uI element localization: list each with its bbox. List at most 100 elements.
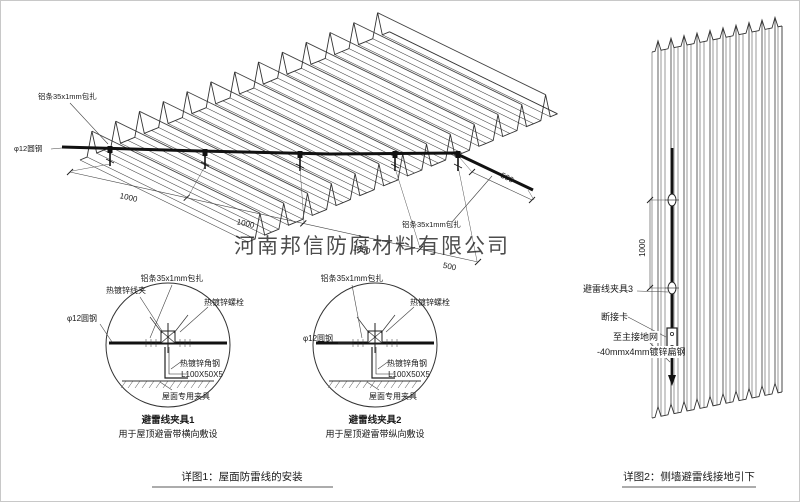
label-clamp3: 避雷线夹具3 [583, 283, 633, 294]
disconnect-bolt [670, 331, 675, 336]
clamp2-subtitle: 用于屋顶避雷带纵向敷设 [325, 428, 424, 439]
roof-rib-line [270, 80, 439, 164]
roof-rib-line [348, 48, 518, 131]
wire-clamp-mark [107, 146, 113, 153]
wire-clamp-mark [202, 149, 208, 156]
label-bg [595, 346, 680, 358]
label-bolt: 热镀锌螺栓 [410, 297, 450, 307]
dim-1000: 1000 [352, 243, 372, 256]
clamp1-title: 避雷线夹具1 [142, 414, 196, 426]
dim-chain-line [69, 171, 479, 263]
dim-extension-line [394, 167, 421, 249]
leader-line [149, 284, 173, 339]
dim-1000: 1000 [119, 191, 139, 204]
roof-rib-line [310, 64, 480, 147]
hatch-tick [162, 380, 169, 389]
wire-clamp-tick [105, 158, 115, 164]
dim-500: 500 [442, 261, 458, 273]
dim-tick [528, 196, 536, 204]
wire-clamp-mark [297, 151, 303, 158]
dim-1000: 1000 [236, 217, 256, 230]
dim-tick [299, 220, 307, 227]
angle-steel [164, 347, 188, 379]
leader-line [170, 360, 183, 370]
hatch-tick [190, 380, 197, 389]
label-angle-steel: 热镀锌角钢 [180, 358, 220, 368]
angle-steel [371, 347, 395, 379]
roof-rib-line [234, 71, 403, 155]
roof-rib-line [163, 101, 332, 184]
roof-rib-line [246, 90, 415, 174]
hatch-tick [327, 380, 334, 389]
dim-extension-line [187, 165, 206, 198]
bolt-line [149, 316, 163, 334]
roof-rib-line [317, 61, 487, 144]
hatch-tick [120, 380, 127, 389]
dim-tick [66, 168, 74, 176]
leader-line [366, 381, 380, 391]
roof-rib-line [215, 103, 384, 187]
roof-dimensions [66, 157, 536, 266]
roof-rib-line [127, 140, 296, 223]
wire-clamp-tick [295, 163, 305, 169]
leader-line [451, 175, 493, 223]
roof-rib-line [210, 81, 380, 165]
dim-extension-line [299, 167, 305, 223]
hatch-tick [369, 380, 376, 389]
caption-detail2: 详图2：侧墙避雷线接地引下 [623, 470, 755, 483]
label-round-steel: φ12圆钢 [14, 143, 42, 153]
label-disconnect: 断接卡 [601, 311, 628, 322]
roof-rib-line [258, 61, 427, 145]
roof-rib-line [325, 58, 494, 141]
hatch-tick [148, 380, 155, 389]
dim-extension-line [527, 189, 535, 201]
roof-rib-line [175, 120, 344, 203]
bolt-line [173, 314, 189, 334]
label-roof-clamp: 屋面专用夹具 [162, 391, 210, 401]
leader-line [385, 306, 415, 333]
clamp2-title: 避雷线夹具2 [349, 414, 402, 426]
dim-tick [416, 245, 424, 253]
hatch-tick [204, 380, 211, 389]
leader-line [69, 102, 109, 145]
dim-line-500 [471, 171, 533, 201]
leader-line [159, 381, 173, 391]
roof-rib-line [377, 12, 546, 96]
dim-tick [646, 284, 654, 292]
wall-dim-1000: 1000 [638, 239, 647, 257]
roof-rib-line [353, 22, 522, 106]
leader-line [377, 360, 390, 370]
roof-rib-line [277, 77, 446, 161]
roof-rib-line [206, 107, 375, 190]
roof-rib-line [151, 130, 320, 213]
roof-rib-line [103, 149, 272, 233]
company-watermark: 河南邦信防腐材料有限公司 [234, 235, 510, 258]
label-roof-clamp: 屋面专用夹具 [369, 391, 417, 401]
label-round-steel: φ12圆钢 [67, 313, 97, 323]
hatch-tick [183, 380, 190, 389]
roof-rib-line [222, 100, 391, 184]
clamp1-geometry [105, 282, 231, 408]
detail-circle [105, 282, 231, 408]
roof-rib-line [382, 34, 551, 118]
roof-top-profile [79, 12, 390, 161]
hatch-tick [376, 380, 383, 389]
roof-rib-line [282, 51, 451, 135]
bolt-line [380, 314, 396, 334]
hatch-tick [197, 380, 204, 389]
lightning-wire [61, 145, 534, 192]
roof-rib-line [358, 44, 527, 127]
roof-iso-view: 铝条35x1mm包扎 φ12圆钢 铝条35x1mm包扎 1000 1000 10… [14, 12, 558, 273]
hatch-tick [176, 380, 183, 389]
label-flat-steel: -40mmx4mm镀锌扁钢 [597, 346, 686, 357]
hatch-tick [127, 380, 134, 389]
clamp-detail-1: 热镀锌线夹 铝条35x1mm包扎 热镀锌螺栓 φ12圆钢 热镀锌角钢 L100X… [67, 273, 244, 439]
to-ground-arrow [668, 375, 676, 386]
roof-rib-line [79, 159, 249, 243]
bolt-line [356, 316, 370, 334]
detail-circle [312, 282, 438, 408]
dim-tick [646, 196, 654, 204]
roof-rib-line [115, 120, 284, 204]
